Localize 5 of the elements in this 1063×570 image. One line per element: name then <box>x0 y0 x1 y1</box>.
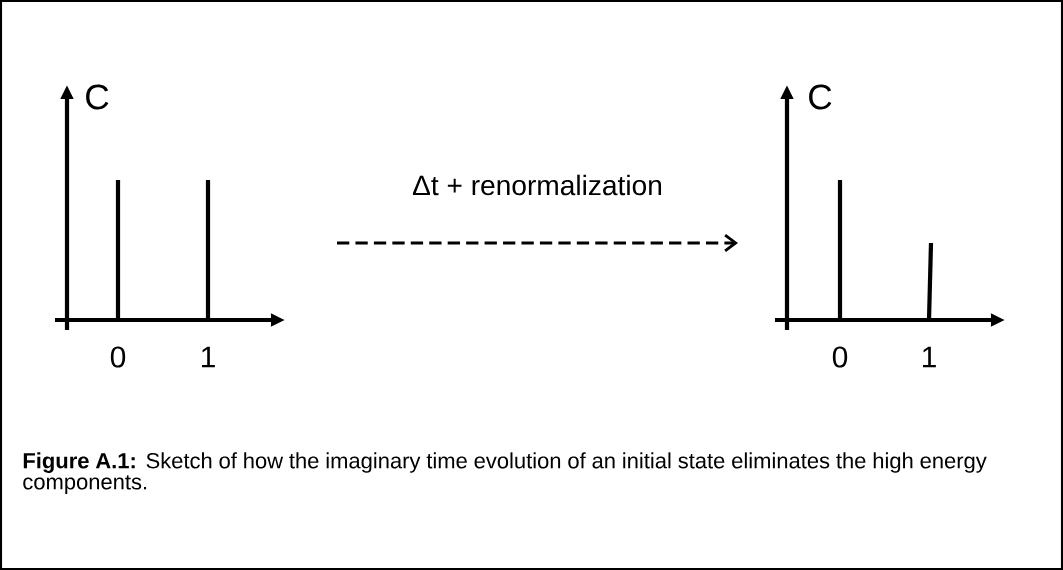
axis-label: C <box>809 84 832 110</box>
axis-label: C <box>86 84 109 110</box>
caption: Figure A.1: Sketch of how the imaginary time evolution of an initial state eliminates the high energy components. <box>23 452 987 494</box>
edge-label: Δt + renormalization <box>408 171 667 199</box>
arrow <box>337 233 738 253</box>
